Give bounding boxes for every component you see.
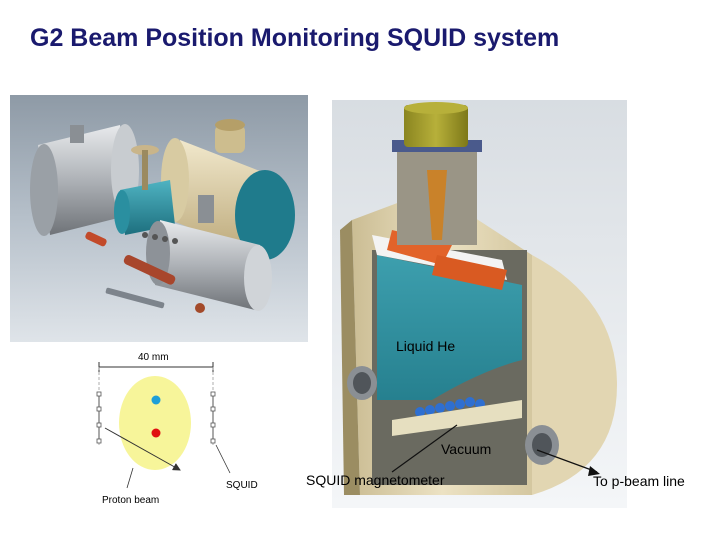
liquid-he-label: Liquid He xyxy=(396,338,456,354)
beam-dot-blue xyxy=(151,395,161,405)
proton-beam-label: Proton beam xyxy=(102,495,160,506)
small-parts xyxy=(85,231,205,313)
page-title: G2 Beam Position Monitoring SQUID system xyxy=(30,24,560,52)
beam-cross-section-diagram xyxy=(96,362,231,489)
beam-line-label: To p-beam line xyxy=(593,473,685,489)
proton-beam-leader-2 xyxy=(126,467,134,489)
squid-leader xyxy=(215,444,231,474)
squid-pickup-coil-left xyxy=(96,391,102,444)
vacuum-label: Vacuum xyxy=(441,441,492,457)
dimension-label: 40 mm xyxy=(138,352,169,363)
squid-array xyxy=(392,397,522,436)
squid-label: SQUID xyxy=(226,480,258,491)
liquid-helium-vessel xyxy=(377,255,522,400)
squid-pickup-coil-right xyxy=(210,391,216,444)
beam-line-leader xyxy=(536,449,598,473)
beam-port-right xyxy=(525,425,559,465)
top-flange xyxy=(131,145,159,190)
squid-magnetometer-label: SQUID magnetometer xyxy=(306,472,445,488)
beam-pipe-ellipse xyxy=(119,376,191,470)
squid-magnetometer-leader xyxy=(391,424,458,473)
top-tower xyxy=(392,102,482,245)
cryostat-cutaway-render xyxy=(332,100,627,508)
outer-vessel-left xyxy=(30,124,139,236)
beam-port-left xyxy=(347,366,377,400)
proton-beam-leader xyxy=(104,427,181,471)
exploded-assembly-render xyxy=(10,95,308,342)
beam-dot-red xyxy=(151,428,161,438)
